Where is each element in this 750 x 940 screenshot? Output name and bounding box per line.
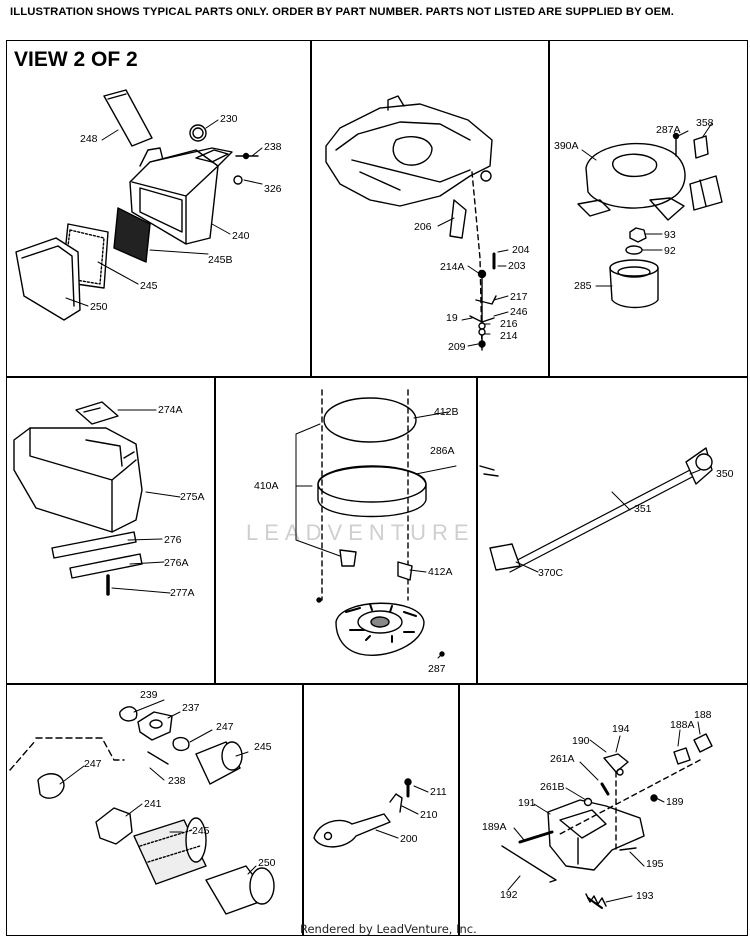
- page-header: ILLUSTRATION SHOWS TYPICAL PARTS ONLY. O…: [10, 6, 675, 18]
- label-206: 206: [414, 221, 432, 233]
- view-title: VIEW 2 OF 2: [14, 48, 138, 71]
- label-261b: 261B: [540, 781, 565, 793]
- label-217: 217: [510, 291, 528, 303]
- col-divider-r2b: [476, 376, 478, 684]
- label-247-a: 247: [216, 721, 234, 733]
- muffler-art: [13, 401, 143, 596]
- label-248: 248: [80, 133, 98, 145]
- label-285: 285: [574, 280, 592, 292]
- label-211: 211: [430, 786, 447, 798]
- label-203: 203: [508, 260, 526, 272]
- label-287: 287: [428, 663, 446, 675]
- label-250-b: 250: [258, 857, 276, 869]
- label-287a: 287A: [656, 124, 681, 136]
- rewind-starter-art: [577, 132, 723, 309]
- row-divider-1: [6, 376, 748, 378]
- row-divider-2: [6, 683, 748, 685]
- label-93: 93: [664, 229, 676, 241]
- label-200: 200: [400, 833, 418, 845]
- air-cleaner-assembly-art: [15, 89, 259, 321]
- col-divider-r1b: [548, 40, 550, 377]
- label-188a: 188A: [670, 719, 695, 731]
- col-divider-r2a: [214, 376, 216, 684]
- label-247-b: 247: [84, 758, 102, 770]
- label-238: 238: [264, 141, 282, 153]
- label-191: 191: [518, 797, 536, 809]
- label-214: 214: [500, 330, 518, 342]
- diagram-frame: [6, 40, 748, 936]
- label-188: 188: [694, 709, 712, 721]
- label-250: 250: [90, 301, 108, 313]
- governor-control-art: [501, 733, 713, 909]
- label-276a: 276A: [164, 557, 189, 569]
- label-410a: 410A: [254, 480, 279, 492]
- label-237: 237: [182, 702, 200, 714]
- label-214a: 214A: [440, 261, 465, 273]
- label-239: 239: [140, 689, 158, 701]
- label-210: 210: [420, 809, 438, 821]
- blower-housing-art: [325, 95, 497, 351]
- label-238-b: 238: [168, 775, 186, 787]
- watermark: LEADVENTURE: [246, 520, 475, 545]
- label-274a: 274A: [158, 404, 183, 416]
- label-19: 19: [446, 312, 458, 324]
- label-204: 204: [512, 244, 530, 256]
- label-351: 351: [634, 503, 652, 515]
- label-245-a: 245: [254, 741, 272, 753]
- label-92: 92: [664, 245, 676, 257]
- label-245: 245: [140, 280, 158, 292]
- label-245b: 245B: [208, 254, 233, 266]
- label-358: 358: [696, 117, 714, 129]
- label-190: 190: [572, 735, 590, 747]
- label-286a: 286A: [430, 445, 455, 457]
- label-370c: 370C: [538, 567, 564, 579]
- label-261a: 261A: [550, 753, 575, 765]
- flywheel-fan-art: [316, 389, 445, 657]
- footer-credit: Rendered by LeadVenture, Inc.: [300, 922, 477, 936]
- label-277a: 277A: [170, 587, 195, 599]
- label-209: 209: [448, 341, 466, 353]
- col-divider-r1a: [310, 40, 312, 377]
- label-240: 240: [232, 230, 250, 242]
- label-390a: 390A: [554, 140, 579, 152]
- label-193: 193: [636, 890, 654, 902]
- label-216: 216: [500, 318, 518, 330]
- label-412b: 412B: [434, 406, 459, 418]
- spark-plug-lead-art: [479, 447, 713, 573]
- label-189a: 189A: [482, 821, 507, 833]
- label-189: 189: [666, 796, 684, 808]
- label-350: 350: [716, 468, 734, 480]
- leader-lines: [59, 119, 713, 903]
- col-divider-r3a: [302, 683, 304, 936]
- label-241: 241: [144, 798, 162, 810]
- label-412a: 412A: [428, 566, 453, 578]
- label-275a: 275A: [180, 491, 205, 503]
- air-filter-elements-art: [9, 706, 275, 915]
- label-246: 246: [510, 306, 528, 318]
- label-195: 195: [646, 858, 664, 870]
- label-276: 276: [164, 534, 182, 546]
- label-245-b: 245: [192, 825, 210, 837]
- label-326: 326: [264, 183, 282, 195]
- col-divider-r3b: [458, 683, 460, 936]
- label-192: 192: [500, 889, 518, 901]
- bracket-art: [313, 778, 412, 848]
- label-194: 194: [612, 723, 630, 735]
- label-230: 230: [220, 113, 238, 125]
